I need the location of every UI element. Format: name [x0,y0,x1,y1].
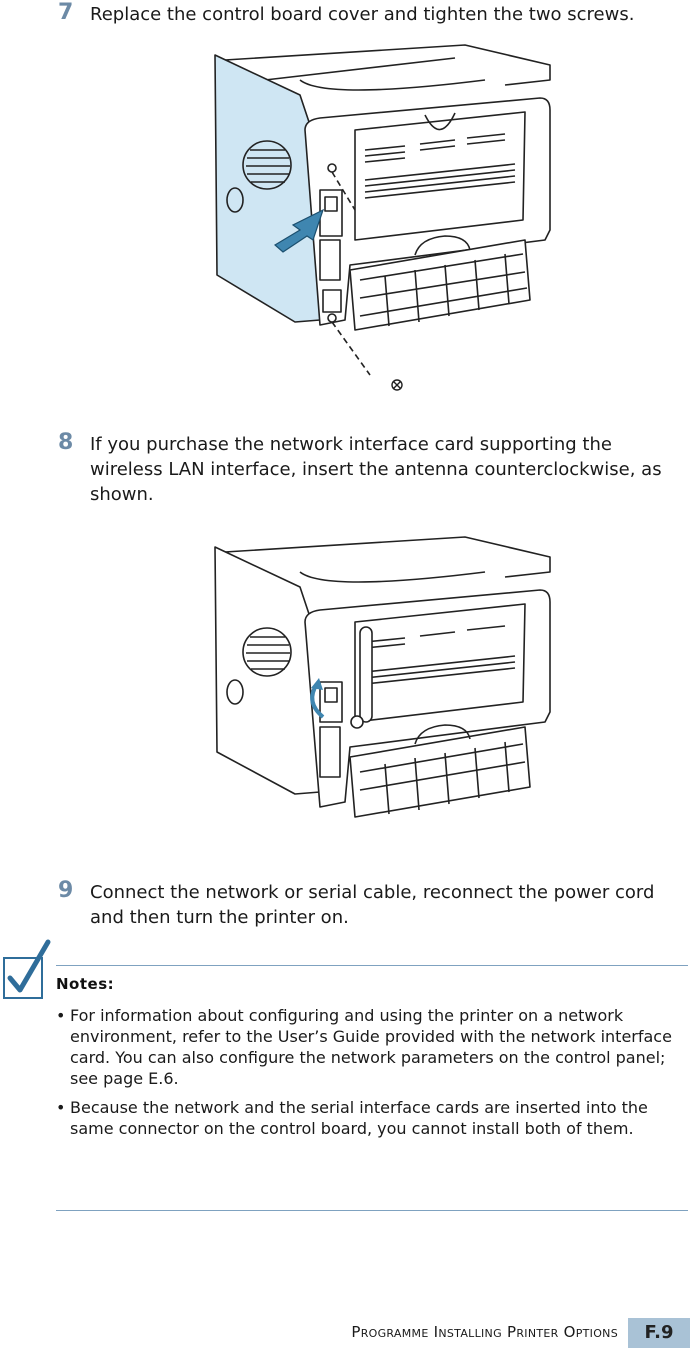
step-text: Connect the network or serial cable, rec… [90,882,655,928]
note-text: For information about configuring and us… [70,1006,672,1088]
step-text: If you purchase the network interface ca… [90,434,662,505]
step-number: 9 [58,878,74,903]
notes-bottom-rule [56,1210,688,1211]
notes-list: • For information about configuring and … [56,1005,688,1147]
bullet: • [56,1006,66,1025]
bullet: • [56,1098,66,1117]
printer-cover-illustration [214,44,551,391]
checkmark-icon [3,939,51,999]
step-number: 8 [58,430,74,455]
notes-top-rule [56,965,688,966]
printer-antenna-illustration [214,536,551,818]
list-item: • For information about configuring and … [56,1005,688,1089]
notes-title: Notes: [56,975,115,993]
note-text: Because the network and the serial inter… [70,1098,648,1138]
footer-section-title: Programme Installing Printer Options [351,1323,618,1341]
page-number-badge: F.9 [628,1318,690,1348]
step-number: 7 [58,0,74,25]
list-item: • Because the network and the serial int… [56,1097,688,1139]
step-text: Replace the control board cover and tigh… [90,4,635,25]
